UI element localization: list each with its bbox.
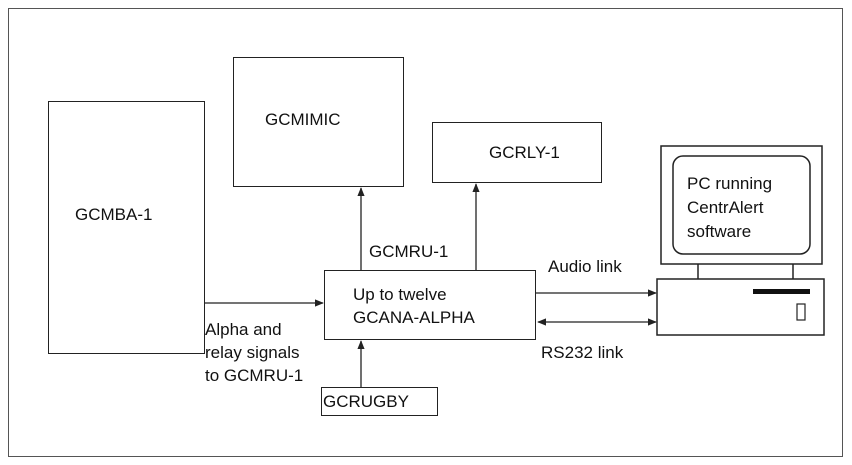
gcmru-1-label: GCMRU-1 [369,242,449,261]
signals-label-line-3: to GCMRU-1 [205,366,304,385]
gcmimic-label: GCMIMIC [265,110,341,129]
diagram-frame [8,8,843,457]
pc-screen-line-1: PC running [687,174,773,193]
gcrly-1-block [432,122,602,183]
gcmba-1-label: GCMBA-1 [75,205,153,224]
pc-drive-button [796,303,806,321]
signals-label-line-1: Alpha and [205,320,282,339]
signals-label-line-2: relay signals [205,343,300,362]
gcrly-1-label: GCRLY-1 [489,143,560,162]
pc-screen-line-2: CentrAlert [687,198,764,217]
audio-link-label: Audio link [548,257,622,276]
pc-system-unit [656,278,825,336]
rs232-link-label: RS232 link [541,343,624,362]
pc-drive-slot [753,289,810,294]
gcmru-block [324,270,536,340]
gcrugby-label: GCRUGBY [323,392,409,411]
pc-screen [672,155,811,255]
gcrugby-block [321,387,438,416]
gcmba-1-block [48,101,205,354]
gcmru-line-1: Up to twelve [353,285,447,304]
gcmru-line-2: GCANA-ALPHA [353,308,475,327]
gcmimic-block [233,57,404,187]
pc-screen-line-3: software [687,222,752,241]
